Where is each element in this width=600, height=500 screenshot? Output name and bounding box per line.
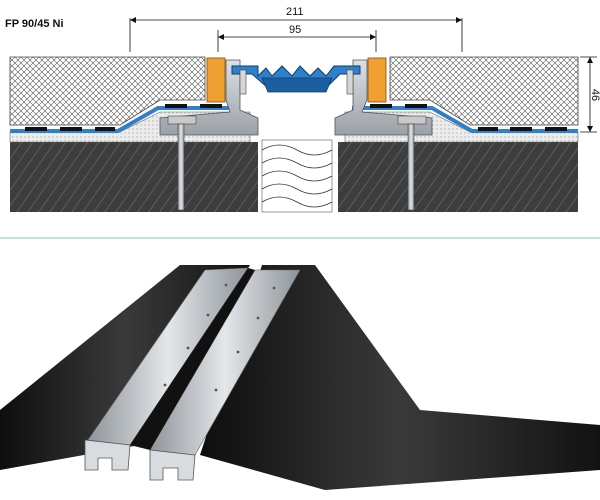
center-seal-groove <box>130 268 255 450</box>
right-edge-seal <box>367 57 387 103</box>
left-profile-end <box>84 439 131 471</box>
product-photo <box>0 265 600 490</box>
anchor-bolt-icon <box>167 115 427 211</box>
gap-width-label: 95 <box>289 24 301 36</box>
right-rubber-wing <box>200 265 600 490</box>
overall-width-dimension: 211 <box>129 6 463 52</box>
right-floor-covering <box>389 56 579 126</box>
height-dimension: 46 <box>580 56 600 133</box>
left-concrete-slab <box>10 142 258 212</box>
left-edge-seal <box>206 57 226 103</box>
fixing-screws <box>239 69 354 95</box>
gap-width-dimension: 95 <box>217 24 377 52</box>
overall-width-label: 211 <box>286 6 304 18</box>
model-label: FP 90/45 Ni <box>5 18 64 30</box>
left-floor-covering <box>9 56 206 126</box>
right-concrete-slab <box>338 142 578 212</box>
height-label: 46 <box>589 89 600 101</box>
cross-section-drawing: FP 90/45 Ni 211 95 46 <box>5 6 600 213</box>
insulation-roll-icon <box>261 139 333 213</box>
right-profile-end <box>149 449 196 481</box>
